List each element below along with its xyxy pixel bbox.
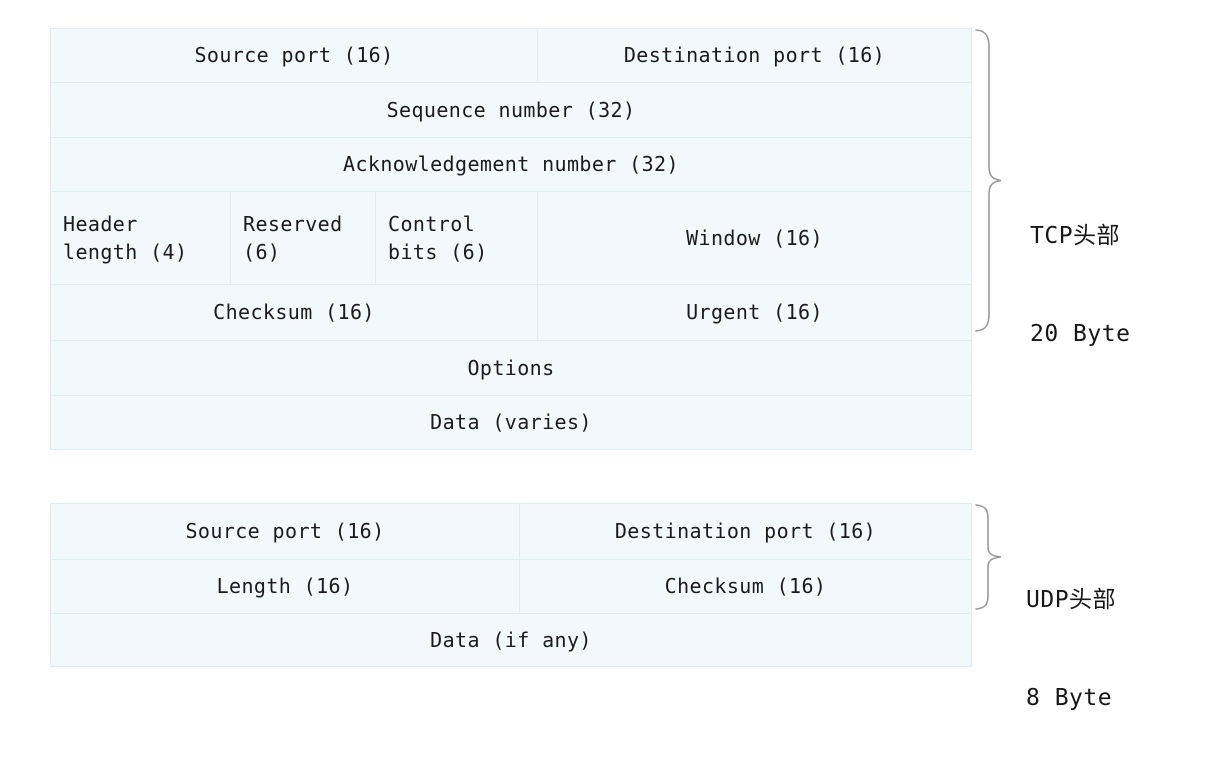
tcp-cell-source-port: Source port (16) [51, 29, 538, 82]
udp-header-table: Source port (16) Destination port (16) L… [50, 503, 972, 667]
tcp-cell-window: Window (16) [538, 192, 971, 284]
tcp-cell-options: Options [51, 341, 971, 395]
udp-brace-icon [972, 503, 1006, 611]
udp-caption-line-1: UDP头部 [1026, 587, 1117, 614]
tcp-row-data: Data (varies) [51, 396, 971, 449]
tcp-cell-checksum: Checksum (16) [51, 285, 538, 340]
tcp-cell-acknowledgement-number: Acknowledgement number (32) [51, 138, 971, 191]
tcp-caption-line-1: TCP头部 [1030, 223, 1121, 250]
tcp-row-options: Options [51, 341, 971, 396]
tcp-row-ports: Source port (16) Destination port (16) [51, 29, 971, 83]
tcp-cell-control-bits: Control bits (6) [376, 192, 538, 284]
udp-cell-length: Length (16) [51, 560, 520, 613]
tcp-row-checksum-urgent: Checksum (16) Urgent (16) [51, 285, 971, 341]
tcp-cell-header-length: Header length (4) [51, 192, 231, 284]
udp-row-length-checksum: Length (16) Checksum (16) [51, 560, 971, 614]
udp-row-ports: Source port (16) Destination port (16) [51, 504, 971, 560]
tcp-brace-icon [972, 28, 1006, 333]
tcp-header-caption: TCP头部 20 Byte [1030, 155, 1130, 416]
udp-row-data: Data (if any) [51, 614, 971, 666]
tcp-row-sequence-number: Sequence number (32) [51, 83, 971, 138]
tcp-row-flags-window: Header length (4) Reserved (6) Control b… [51, 192, 971, 285]
tcp-header-table: Source port (16) Destination port (16) S… [50, 28, 972, 450]
tcp-cell-destination-port: Destination port (16) [538, 29, 971, 82]
udp-cell-destination-port: Destination port (16) [520, 504, 971, 559]
tcp-cell-urgent: Urgent (16) [538, 285, 971, 340]
protocol-header-diagram: Source port (16) Destination port (16) S… [50, 28, 1130, 711]
udp-cell-checksum: Checksum (16) [520, 560, 971, 613]
udp-header-caption: UDP头部 8 Byte [1026, 519, 1116, 780]
tcp-cell-reserved: Reserved (6) [231, 192, 376, 284]
udp-cell-data: Data (if any) [51, 614, 971, 666]
udp-cell-source-port: Source port (16) [51, 504, 520, 559]
tcp-cell-sequence-number: Sequence number (32) [51, 83, 971, 137]
tcp-caption-line-2: 20 Byte [1030, 321, 1131, 348]
tcp-cell-data: Data (varies) [51, 396, 971, 449]
tcp-row-acknowledgement-number: Acknowledgement number (32) [51, 138, 971, 192]
